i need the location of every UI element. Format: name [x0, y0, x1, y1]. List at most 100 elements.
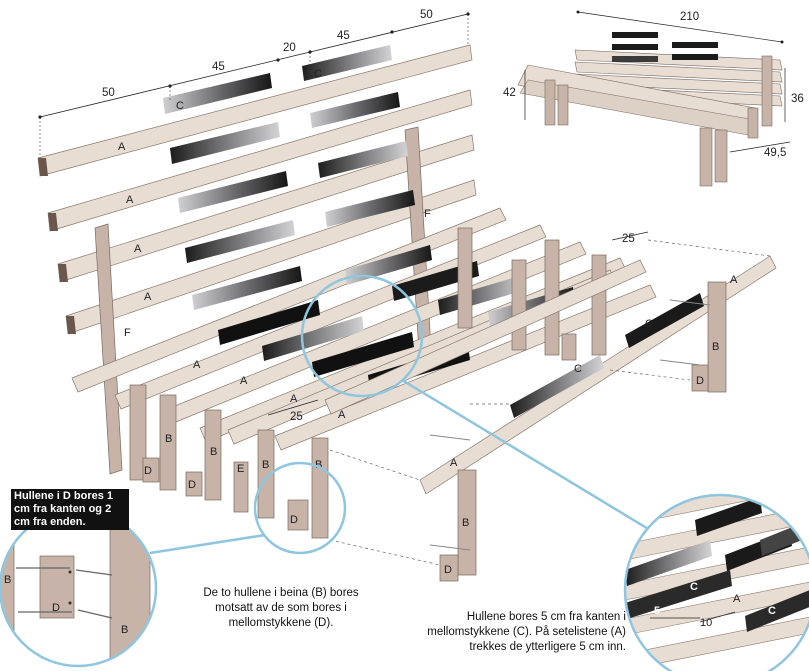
- label-d: D: [188, 479, 196, 491]
- label-c: C: [314, 68, 322, 80]
- backrest-slat: [57, 134, 475, 283]
- backrest-bar: [192, 266, 302, 310]
- label-d: D: [444, 564, 452, 576]
- spacer-d: [185, 471, 203, 497]
- leg-b: [204, 409, 222, 501]
- label-a: A: [134, 243, 142, 255]
- backrest-bar: [163, 73, 272, 114]
- overview-dim-width: 210: [680, 11, 699, 23]
- label-b: B: [315, 459, 322, 471]
- label-d: D: [696, 375, 704, 387]
- dim-segment-2: 45: [212, 61, 225, 73]
- right-caption: Hullene bores 5 cm fra kanten i mellomst…: [427, 611, 626, 653]
- dim-segment-5: 50: [420, 9, 433, 21]
- leg-b: [159, 394, 177, 491]
- back-upright-left: [94, 223, 123, 475]
- leg-b: [311, 437, 329, 539]
- label-e: E: [237, 463, 244, 475]
- spacer-e: [233, 461, 249, 513]
- label-c: C: [645, 318, 653, 330]
- seat-bar: [262, 316, 364, 361]
- seat-slat: [114, 224, 547, 410]
- right-zoom-source: [300, 274, 424, 398]
- label-a: A: [450, 457, 458, 469]
- left-caption: De to hullene i beina (B) bores motsatt …: [203, 587, 359, 629]
- frame-bar-c: [625, 293, 704, 348]
- label-a: A: [193, 359, 201, 371]
- zoom-connectors: [149, 274, 651, 555]
- dim-segment-1: 50: [102, 87, 115, 99]
- spacer-d: [142, 457, 160, 483]
- label-b: B: [712, 341, 719, 353]
- label-c: C: [176, 100, 184, 112]
- upright: [457, 227, 473, 329]
- label-a: A: [126, 194, 134, 206]
- zoom-right-a: A: [733, 593, 741, 605]
- zoom-left-b-outer: B: [4, 574, 11, 586]
- exploded-right-frame: [324, 239, 777, 582]
- left-zoom-source: [253, 461, 347, 555]
- zoom-left-b: B: [121, 624, 128, 636]
- label-d: D: [290, 514, 298, 526]
- seat-rail-a: [324, 259, 647, 415]
- leg-b: [707, 281, 727, 393]
- label-c: C: [574, 363, 582, 375]
- seat-bar: [392, 261, 479, 301]
- label-a: A: [118, 141, 126, 153]
- label-a: A: [338, 409, 346, 421]
- left-zoom-detail: B D B: [0, 508, 158, 668]
- dim-spacing-upper: 25: [622, 233, 635, 245]
- part-labels: A A A A A A A A A A C C C C F F B B B B …: [118, 68, 738, 576]
- zoom-right-c1: C: [690, 581, 698, 593]
- dim-segment-4: 45: [337, 30, 350, 42]
- backrest-bar: [318, 141, 408, 178]
- backrest-bar: [325, 190, 415, 227]
- overview-dim-height-back: 36: [791, 93, 804, 105]
- seat-bar: [312, 332, 414, 377]
- dimension-lines: [38, 12, 649, 416]
- zoom-right-c2: C: [768, 605, 776, 617]
- spacer-d: [561, 333, 577, 361]
- label-d: D: [144, 465, 152, 477]
- frame-bar-c: [510, 355, 604, 418]
- backrest-bars: [163, 45, 415, 310]
- seat-bar: [218, 300, 320, 345]
- label-a: A: [240, 375, 248, 387]
- dim-spacing-front: 25: [290, 411, 303, 423]
- label-a: A: [290, 393, 298, 405]
- backrest-bar: [185, 220, 295, 263]
- label-f: F: [424, 208, 431, 220]
- label-b: B: [262, 459, 269, 471]
- dim-segment-3: 20: [283, 42, 296, 54]
- left-leg-frame: [129, 384, 329, 539]
- zoom-left-d: D: [52, 602, 60, 614]
- leg-b: [257, 429, 275, 519]
- overview-illustration: 210 42 36 49,5: [503, 10, 804, 187]
- upright: [511, 259, 527, 351]
- overview-dim-depth: 49,5: [764, 147, 786, 159]
- leg-b: [129, 384, 147, 481]
- left-heading-note: Hullene i D bores 1 cm fra kanten og 2 c…: [11, 489, 129, 530]
- spacer-d: [439, 554, 459, 582]
- seat-slat: [71, 207, 507, 393]
- upright: [591, 254, 607, 356]
- spacer-d: [287, 499, 309, 531]
- overview-dim-height-front: 42: [503, 87, 516, 99]
- label-b: B: [165, 433, 172, 445]
- backrest-bar: [310, 92, 400, 128]
- label-a: A: [730, 274, 738, 286]
- zoom-right-ten: 10: [700, 617, 712, 629]
- backrest-bar: [178, 171, 288, 213]
- label-f: F: [124, 327, 131, 339]
- backrest-slats: [37, 44, 477, 335]
- zoom-right-five: 5: [654, 605, 660, 617]
- label-b: B: [210, 446, 217, 458]
- label-a: A: [144, 291, 152, 303]
- backrest-bar: [170, 122, 280, 164]
- backrest-bar: [302, 45, 392, 81]
- right-zoom-detail: C C A 5 10: [623, 493, 809, 671]
- backrest-slat: [37, 44, 473, 177]
- backrest-slat: [47, 89, 473, 232]
- label-b: B: [462, 517, 469, 529]
